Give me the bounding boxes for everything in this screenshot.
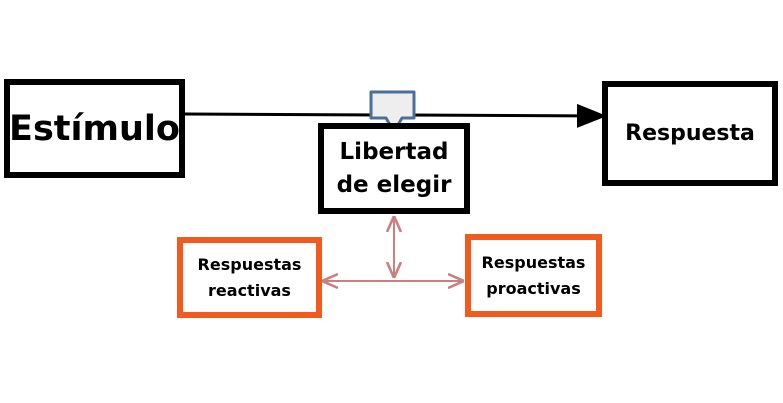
- estimulo-label: Estímulo: [9, 108, 180, 149]
- proactivas-node: Respuestas proactivas: [465, 234, 602, 317]
- respuesta-node: Respuesta: [602, 81, 778, 186]
- libertad-node: Libertad de elegir: [318, 123, 470, 214]
- libertad-label: Libertad de elegir: [336, 138, 452, 198]
- respuesta-label: Respuesta: [625, 121, 755, 146]
- estimulo-node: Estímulo: [4, 79, 185, 178]
- proactivas-label: Respuestas proactivas: [481, 252, 586, 298]
- reactivas-node: Respuestas reactivas: [177, 237, 322, 318]
- reactivas-label: Respuestas reactivas: [197, 254, 302, 300]
